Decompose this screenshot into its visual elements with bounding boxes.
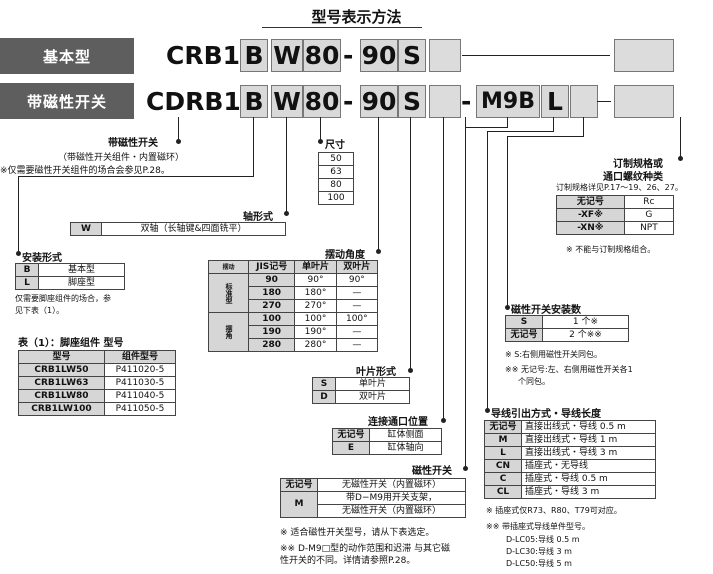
- mount-note2: 见下表（1）。: [15, 306, 65, 315]
- switch-note-title: 带磁性开关: [108, 138, 158, 149]
- magsw-note3: 性开关的不同。详情请参照P.28。: [280, 556, 416, 566]
- lead-title: 导线引出方式・导线长度: [491, 409, 601, 420]
- box-angle: 90: [360, 39, 398, 72]
- label-switch: 带磁性开关: [0, 83, 134, 119]
- qty-note1: ※ S:右侧用磁性开关同包。: [505, 350, 603, 359]
- foot-table-title: 表（1）：脚座组件 型号: [18, 338, 124, 349]
- box-w2: W: [271, 85, 303, 118]
- size-title: 尺寸: [325, 140, 345, 151]
- box-w: W: [271, 39, 303, 72]
- dash3: -: [461, 87, 472, 116]
- lead-note3: D-LC05:导线 0.5 m: [506, 535, 580, 544]
- connector-line: [462, 55, 610, 56]
- custom-note: 订制规格详见P.17～19、26、27。: [556, 183, 683, 192]
- box-size2: 80: [303, 85, 341, 118]
- size-value: 100: [318, 191, 354, 205]
- mount-note1: 仅需要脚座组件的场合，参: [15, 294, 111, 303]
- mount-title: 安装形式: [22, 253, 62, 264]
- box-s: S: [398, 39, 426, 72]
- connector-line2: [597, 101, 611, 102]
- size-table: 50 63 80 100: [318, 152, 354, 205]
- box-size: 80: [303, 39, 341, 72]
- size-value: 80: [318, 178, 354, 192]
- box-qty: [570, 85, 598, 118]
- box-port2: [429, 85, 461, 118]
- lead-note2: ※※ 带插座式导线单件型号。: [486, 522, 590, 531]
- box-lead: L: [541, 85, 569, 118]
- box-b: B: [240, 39, 268, 72]
- custom-foot: ※ 不能与订制规格组合。: [566, 245, 656, 254]
- box-port: [429, 39, 461, 72]
- box-custom2: [614, 85, 674, 118]
- custom-title1: 订制规格或: [613, 159, 663, 170]
- lead-note5: D-LC50:导线 5 m: [506, 559, 572, 568]
- box-custom: [614, 39, 674, 72]
- title-underline: [262, 27, 422, 28]
- code-prefix-switch: CDRB1: [146, 87, 241, 116]
- lead-note4: D-LC30:导线 3 m: [506, 547, 572, 556]
- size-value: 63: [318, 165, 354, 179]
- custom-title2: 通口螺纹种类: [603, 172, 663, 183]
- code-prefix-basic: CRB1: [166, 41, 241, 70]
- magsw-note2: ※※ D-M9□型的动作范围和迟滞 与其它磁: [280, 544, 450, 554]
- page-title: 型号表示方法: [311, 8, 402, 26]
- box-b2: B: [240, 85, 268, 118]
- label-basic: 基本型: [0, 38, 134, 74]
- qty-title: 磁性开关安装数: [511, 305, 581, 316]
- box-s2: S: [398, 85, 426, 118]
- angle-title: 摆动角度: [325, 250, 365, 261]
- qty-note3: 个同包。: [518, 377, 550, 386]
- switch-note-sub: （带磁性开关组件・内置磁环）: [58, 153, 185, 163]
- dash2: -: [343, 87, 354, 116]
- qty-note2: ※※ 无记号:左、右侧用磁性开关各1: [505, 365, 633, 374]
- box-angle2: 90: [360, 85, 398, 118]
- vane-title: 叶片形式: [356, 367, 396, 378]
- box-switch-model: M9B: [476, 85, 540, 118]
- magsw-note1: ※ 适合磁性开关型号，请从下表选定。: [280, 528, 435, 538]
- port-title: 连接通口位置: [368, 417, 428, 428]
- lead-note1: ※ 插座式仅R73、R80、T79可对应。: [486, 506, 622, 515]
- switch-note-ref: ※仅需要磁性开关组件的场合会参见P.28。: [0, 166, 170, 176]
- magsw-title: 磁性开关: [412, 466, 452, 477]
- shaft-title: 轴形式: [243, 212, 273, 223]
- dash: -: [343, 41, 354, 70]
- size-value: 50: [318, 152, 354, 166]
